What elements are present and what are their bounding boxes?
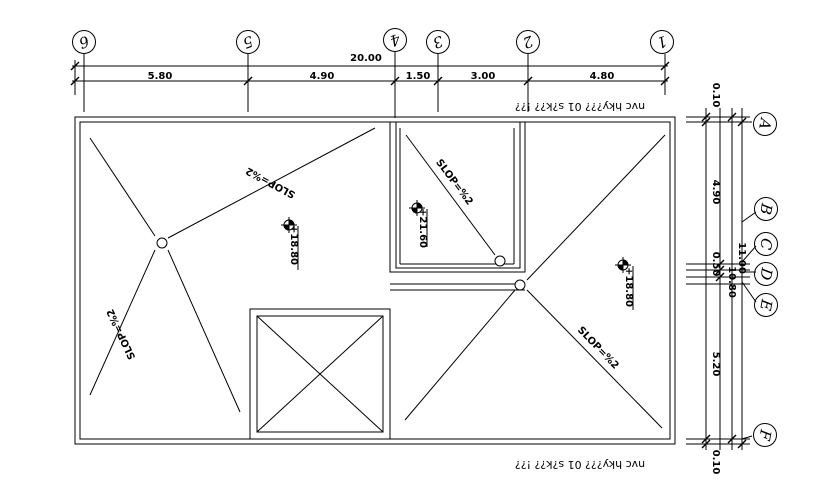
top-grid-bubbles bbox=[72, 28, 674, 54]
right-dimension-label: 0.50 bbox=[710, 252, 721, 277]
note-text-bottom: nvc hky??? 01 s?k?? !?? bbox=[515, 458, 645, 471]
grid-bubble-label-3: 3 bbox=[430, 32, 445, 52]
grid-bubble-label-e: E bbox=[756, 297, 776, 312]
level-label: +21.60 bbox=[417, 208, 428, 248]
overall-dimension-label: 20.00 bbox=[350, 53, 382, 64]
level-markers bbox=[281, 200, 631, 273]
right-grid-leaders bbox=[741, 121, 757, 440]
note-text-top: nvc hky??? 01 s?k?? !?? bbox=[515, 100, 645, 113]
right-dimension-label: 10.80 bbox=[726, 266, 737, 298]
grid-bubble-label-4: 4 bbox=[387, 30, 403, 51]
level-marker-icon bbox=[281, 217, 297, 233]
grid-bubble-label-5: 5 bbox=[240, 32, 255, 52]
grid-bubble-label-f: F bbox=[755, 427, 775, 442]
right-dimension-label: 4.90 bbox=[710, 180, 721, 205]
right-grid-bubbles bbox=[753, 112, 778, 447]
slope-lines bbox=[89, 127, 666, 429]
top-dimension-label: 4.80 bbox=[590, 71, 615, 82]
slope-label: SLOP=%2 bbox=[105, 307, 138, 361]
outer-walls bbox=[74, 116, 676, 445]
top-dimension-label: 1.50 bbox=[406, 71, 431, 82]
roof-drains bbox=[156, 237, 526, 291]
right-dimension-label: 0.10 bbox=[710, 83, 721, 108]
level-marker-icon bbox=[615, 257, 631, 273]
slope-label: SLOP=%2 bbox=[575, 325, 621, 372]
grid-bubble-label-d: D bbox=[756, 266, 776, 282]
level-label: +18.80 bbox=[623, 267, 634, 307]
grid-bubble-label-2: 2 bbox=[520, 32, 536, 53]
grid-bubble-label-6: 6 bbox=[76, 32, 92, 52]
grid-bubble-label-1: 1 bbox=[654, 32, 669, 52]
top-dimension-label: 3.00 bbox=[471, 71, 496, 82]
top-dimension-label: 5.80 bbox=[148, 71, 173, 82]
grid-bubble-label-c: C bbox=[756, 237, 776, 252]
level-label: +18.80 bbox=[288, 225, 299, 265]
right-dimension-label: 11.00 bbox=[736, 242, 747, 274]
level-marker-icon bbox=[409, 200, 425, 216]
grid-bubble-label-a: A bbox=[755, 115, 775, 131]
top-grid-lines bbox=[83, 52, 666, 118]
right-dimension-label: 0.10 bbox=[710, 450, 721, 475]
grid-bubble-label-b: B bbox=[756, 201, 776, 216]
right-dimension-lines bbox=[686, 108, 750, 450]
slope-label: SLOP=%2 bbox=[244, 165, 297, 200]
interior-walls bbox=[249, 122, 526, 439]
top-dimension-label: 4.90 bbox=[310, 71, 335, 82]
right-dimension-label: 5.20 bbox=[710, 352, 721, 377]
